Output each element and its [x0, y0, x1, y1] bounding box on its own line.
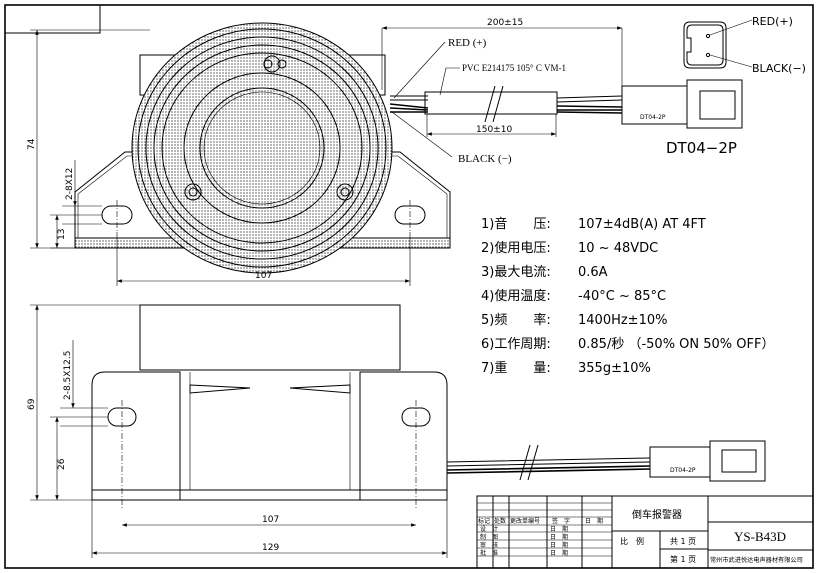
flange-right — [359, 371, 448, 501]
connector-black-pin-label: BLACK(−) — [752, 62, 806, 75]
mount-lug-left — [189, 384, 251, 394]
connector-red-pin-label: RED(+) — [752, 15, 793, 28]
row-role: 审 核 — [480, 541, 498, 549]
red-wire-label: RED (+) — [448, 37, 487, 49]
corner-box — [4, 4, 101, 34]
mount-lug-right — [289, 384, 351, 394]
housing-outer — [131, 22, 393, 274]
spec-value: 355g±10% — [578, 361, 651, 376]
row-date: 日 期 — [550, 533, 568, 541]
side-slot-dim: 2-8.5X12.5 — [63, 351, 73, 401]
connector-face-view: RED(+) BLACK(−) DT04−2P — [666, 15, 806, 157]
side-view: DT04-2P 69 2-8.5X12.5 26 107 129 — [27, 304, 766, 558]
connector-tag: DT04-2P — [640, 114, 666, 121]
row-role: 制 图 — [480, 533, 498, 541]
slot-offset-dim: 13 — [57, 229, 67, 240]
company-name: 常州市武进悦达电声器材有限公司 — [710, 556, 803, 564]
hole-spacing-dim: 107 — [255, 271, 272, 281]
page-number: 第 1 页 — [670, 554, 696, 564]
scale-label: 比 例 — [620, 536, 644, 546]
spec-value: 10 ~ 48VDC — [578, 241, 658, 256]
spec-value: 1400Hz±10% — [578, 313, 667, 328]
side-connector-tag: DT04-2P — [670, 467, 696, 474]
model-number: YS-B43D — [734, 529, 786, 544]
spec-label: 5)频 率: — [481, 312, 551, 328]
sleeve-dim: 150±10 — [476, 125, 512, 135]
side-height-dim: 69 — [27, 398, 37, 410]
header-change-no: 更改单编号 — [510, 517, 540, 525]
row-role: 批 准 — [480, 549, 498, 557]
header-count: 处数 — [494, 517, 506, 525]
spec-label: 6)工作周期: — [481, 337, 551, 352]
connector-name: DT04−2P — [666, 139, 737, 157]
spec-value: 0.6A — [578, 265, 608, 280]
header-date: 日 期 — [585, 517, 603, 525]
title-block: 标记 处数 更改单编号 签 字 日 期 设 计 日 期 制 图 日 期 审 核 … — [476, 495, 814, 569]
total-pages: 共 1 页 — [670, 537, 696, 546]
product-name: 倒车报警器 — [632, 508, 682, 521]
header-signature: 签 字 — [552, 517, 570, 525]
spec-label: 7)重 量: — [481, 360, 551, 376]
width-dim: 129 — [262, 543, 279, 553]
black-wire-label: BLACK (−) — [458, 153, 512, 165]
height-dim: 74 — [27, 138, 37, 150]
horn-mouth — [183, 72, 341, 224]
flange-left — [91, 371, 181, 501]
row-date: 日 期 — [550, 541, 568, 549]
spec-label: 4)使用温度: — [481, 288, 551, 304]
spec-value: -40°C ~ 85°C — [578, 289, 666, 304]
side-hole-spacing-dim: 107 — [262, 515, 279, 525]
spec-label: 1)音 压: — [481, 216, 551, 232]
side-slot-height-dim: 26 — [57, 458, 67, 470]
spec-value: 107±4dB(A) AT 4FT — [578, 217, 706, 232]
top-view: DT04-2P 200±15 150±10 RED (+) BLACK (−) … — [27, 18, 743, 286]
cable-spec: PVC E214175 105° C VM-1 — [462, 63, 566, 73]
spec-label: 2)使用电压: — [481, 240, 551, 256]
row-date: 日 期 — [550, 549, 568, 557]
slot-dim: 2-8X12 — [65, 168, 75, 200]
spec-value: 0.85/秒 （-50% ON 50% OFF） — [578, 337, 774, 352]
wire-length-dim: 200±15 — [487, 18, 523, 28]
row-role: 设 计 — [480, 525, 498, 533]
header-mark: 标记 — [478, 517, 490, 525]
spec-label: 3)最大电流: — [481, 265, 551, 280]
drawing-border — [4, 4, 814, 569]
cable-sleeve — [424, 91, 558, 115]
housing-side — [139, 304, 401, 371]
spec-list: 1)音 压: 107±4dB(A) AT 4FT 2)使用电压: 10 ~ 48… — [481, 216, 774, 376]
row-date: 日 期 — [550, 525, 568, 533]
